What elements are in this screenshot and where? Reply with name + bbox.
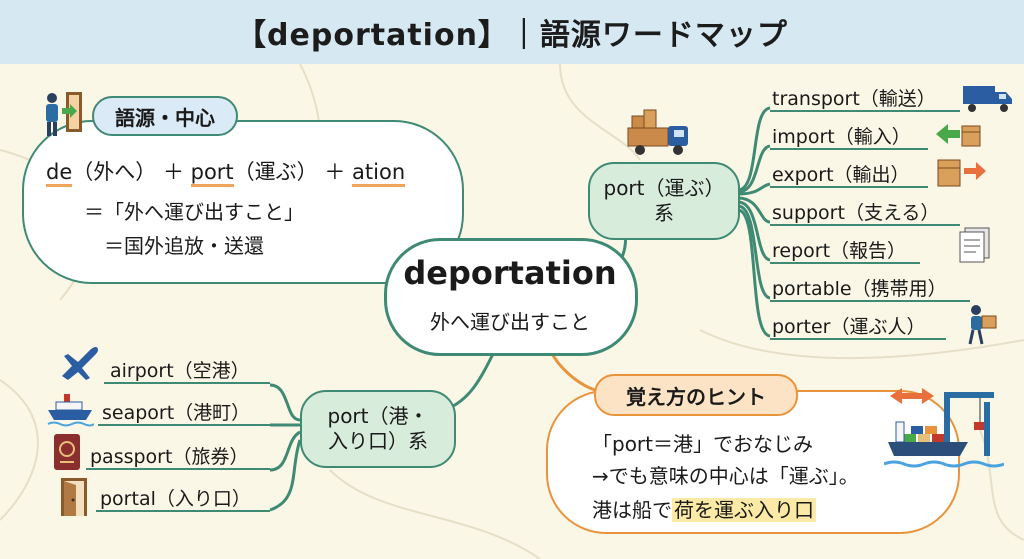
import-box-icon <box>936 124 981 147</box>
hint-line2: →でも意味の中心は「運ぶ」。 <box>592 464 859 488</box>
word-portable: portable（携帯用） <box>772 278 947 300</box>
hint-line3: 港は船で荷を運ぶ入り口 <box>592 494 816 523</box>
word-support: support（支える） <box>772 202 940 224</box>
origin-bubble <box>22 120 464 284</box>
carry-group-label: port（運ぶ） 系 <box>588 162 740 240</box>
underline <box>104 382 270 384</box>
underline <box>770 186 928 188</box>
exit-door-person-icon <box>46 92 82 136</box>
word-passport: passport（旅券） <box>90 446 249 468</box>
word-transport: transport（輸送） <box>772 88 936 110</box>
underline <box>770 338 946 340</box>
underline <box>96 510 270 512</box>
prefix-note: （外へ） <box>72 160 157 184</box>
hint-line3-pre: 港は船で <box>592 498 672 522</box>
word-export: export（輸出） <box>772 164 910 186</box>
hint-label: 覚え方のヒント <box>594 374 798 416</box>
harbor-group-label: port（港・ 入り口）系 <box>300 390 456 468</box>
harbor-label-line1: port（港・ <box>327 404 429 428</box>
plus-sign: ＋ <box>324 160 346 184</box>
origin-label: 語源・中心 <box>92 96 238 136</box>
center-bubble <box>384 238 638 356</box>
plus-sign: ＋ <box>162 160 184 184</box>
underline <box>98 424 270 426</box>
passport-icon <box>54 434 80 470</box>
root-note: （運ぶ） <box>233 160 318 184</box>
origin-formula: de（外へ） ＋ port（運ぶ） ＋ ation <box>46 156 406 187</box>
carry-label-line2: 系 <box>654 201 674 225</box>
carry-label-line1: port（運ぶ） <box>603 176 725 200</box>
cargo-port-icon <box>884 388 1004 468</box>
suffix-ation: ation <box>352 160 406 187</box>
page-title: 【deportation】｜語源ワードマップ <box>0 0 1024 64</box>
underline <box>770 148 928 150</box>
underline <box>86 468 270 470</box>
underline <box>770 300 970 302</box>
hint-highlight: 荷を運ぶ入り口 <box>672 498 816 522</box>
prefix-de: de <box>46 160 73 187</box>
porter-icon <box>968 305 997 345</box>
word-import: import（輸入） <box>772 126 911 148</box>
hint-line1: 「port＝港」でおなじみ <box>592 432 813 456</box>
harbor-label-line2: 入り口）系 <box>328 429 428 453</box>
word-portal: portal（入り口） <box>100 488 251 510</box>
origin-translation: ＝国外追放・送還 <box>104 234 264 258</box>
underline <box>770 110 960 112</box>
word-airport: airport（空港） <box>110 360 250 382</box>
door-icon <box>61 478 87 516</box>
word-report: report（報告） <box>772 240 907 262</box>
airplane-icon <box>62 347 98 380</box>
word-porter: porter（運ぶ人） <box>772 316 926 338</box>
origin-meaning: ＝「外へ運び出すこと」 <box>84 200 304 224</box>
document-icon <box>959 227 990 263</box>
underline <box>770 224 960 226</box>
word-seaport: seaport（港町） <box>102 402 251 424</box>
center-word: deportation <box>403 254 617 292</box>
ship-icon <box>47 394 94 427</box>
delivery-truck-icon <box>627 109 688 155</box>
truck-icon <box>963 86 1012 112</box>
export-box-icon <box>937 159 986 187</box>
root-port: port <box>190 160 234 187</box>
center-meaning: 外へ運び出すこと <box>430 310 590 334</box>
underline <box>770 262 920 264</box>
